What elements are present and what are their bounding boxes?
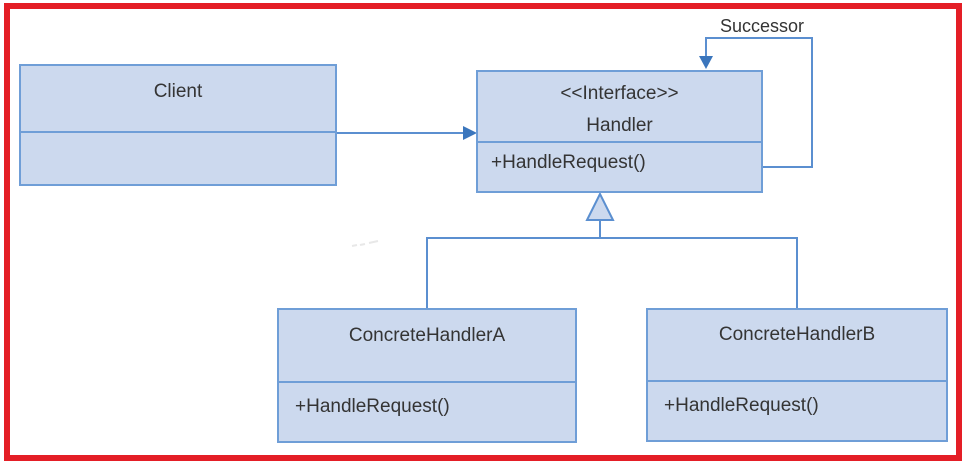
- inheritance-connector-line: [426, 237, 798, 308]
- successor-label: Successor: [719, 16, 805, 36]
- generalization-triangle-icon: [585, 191, 615, 221]
- handler-method: +HandleRequest(): [491, 152, 646, 173]
- concrete-b-method: +HandleRequest(): [664, 395, 819, 416]
- concrete-a-method-compartment: +HandleRequest(): [279, 383, 575, 441]
- handler-class-name: Handler: [586, 114, 653, 136]
- class-box-concrete-handler-a: ConcreteHandlerA +HandleRequest(): [277, 308, 577, 443]
- client-class-name: Client: [153, 80, 203, 102]
- handler-title-compartment: <<Interface>> Handler: [478, 72, 761, 143]
- client-to-handler-arrowhead-icon: [463, 126, 477, 140]
- class-box-concrete-handler-b: ConcreteHandlerB +HandleRequest(): [646, 308, 948, 442]
- concrete-b-title-compartment: ConcreteHandlerB: [648, 310, 946, 382]
- concrete-b-class-name: ConcreteHandlerB: [718, 324, 876, 345]
- handler-stereotype: <<Interface>>: [560, 82, 679, 104]
- handler-method-compartment: +HandleRequest(): [478, 143, 761, 191]
- concrete-a-title-compartment: ConcreteHandlerA: [279, 310, 575, 383]
- faint-smudge-artifact: [351, 240, 379, 247]
- client-title-compartment: Client: [21, 66, 335, 133]
- class-box-handler: <<Interface>> Handler +HandleRequest(): [476, 70, 763, 193]
- client-empty-compartment: [21, 133, 335, 184]
- class-box-client: Client: [19, 64, 337, 186]
- concrete-b-method-compartment: +HandleRequest(): [648, 382, 946, 440]
- successor-arrowhead-icon: [699, 56, 713, 69]
- concrete-a-method: +HandleRequest(): [295, 396, 450, 417]
- concrete-a-class-name: ConcreteHandlerA: [348, 324, 506, 346]
